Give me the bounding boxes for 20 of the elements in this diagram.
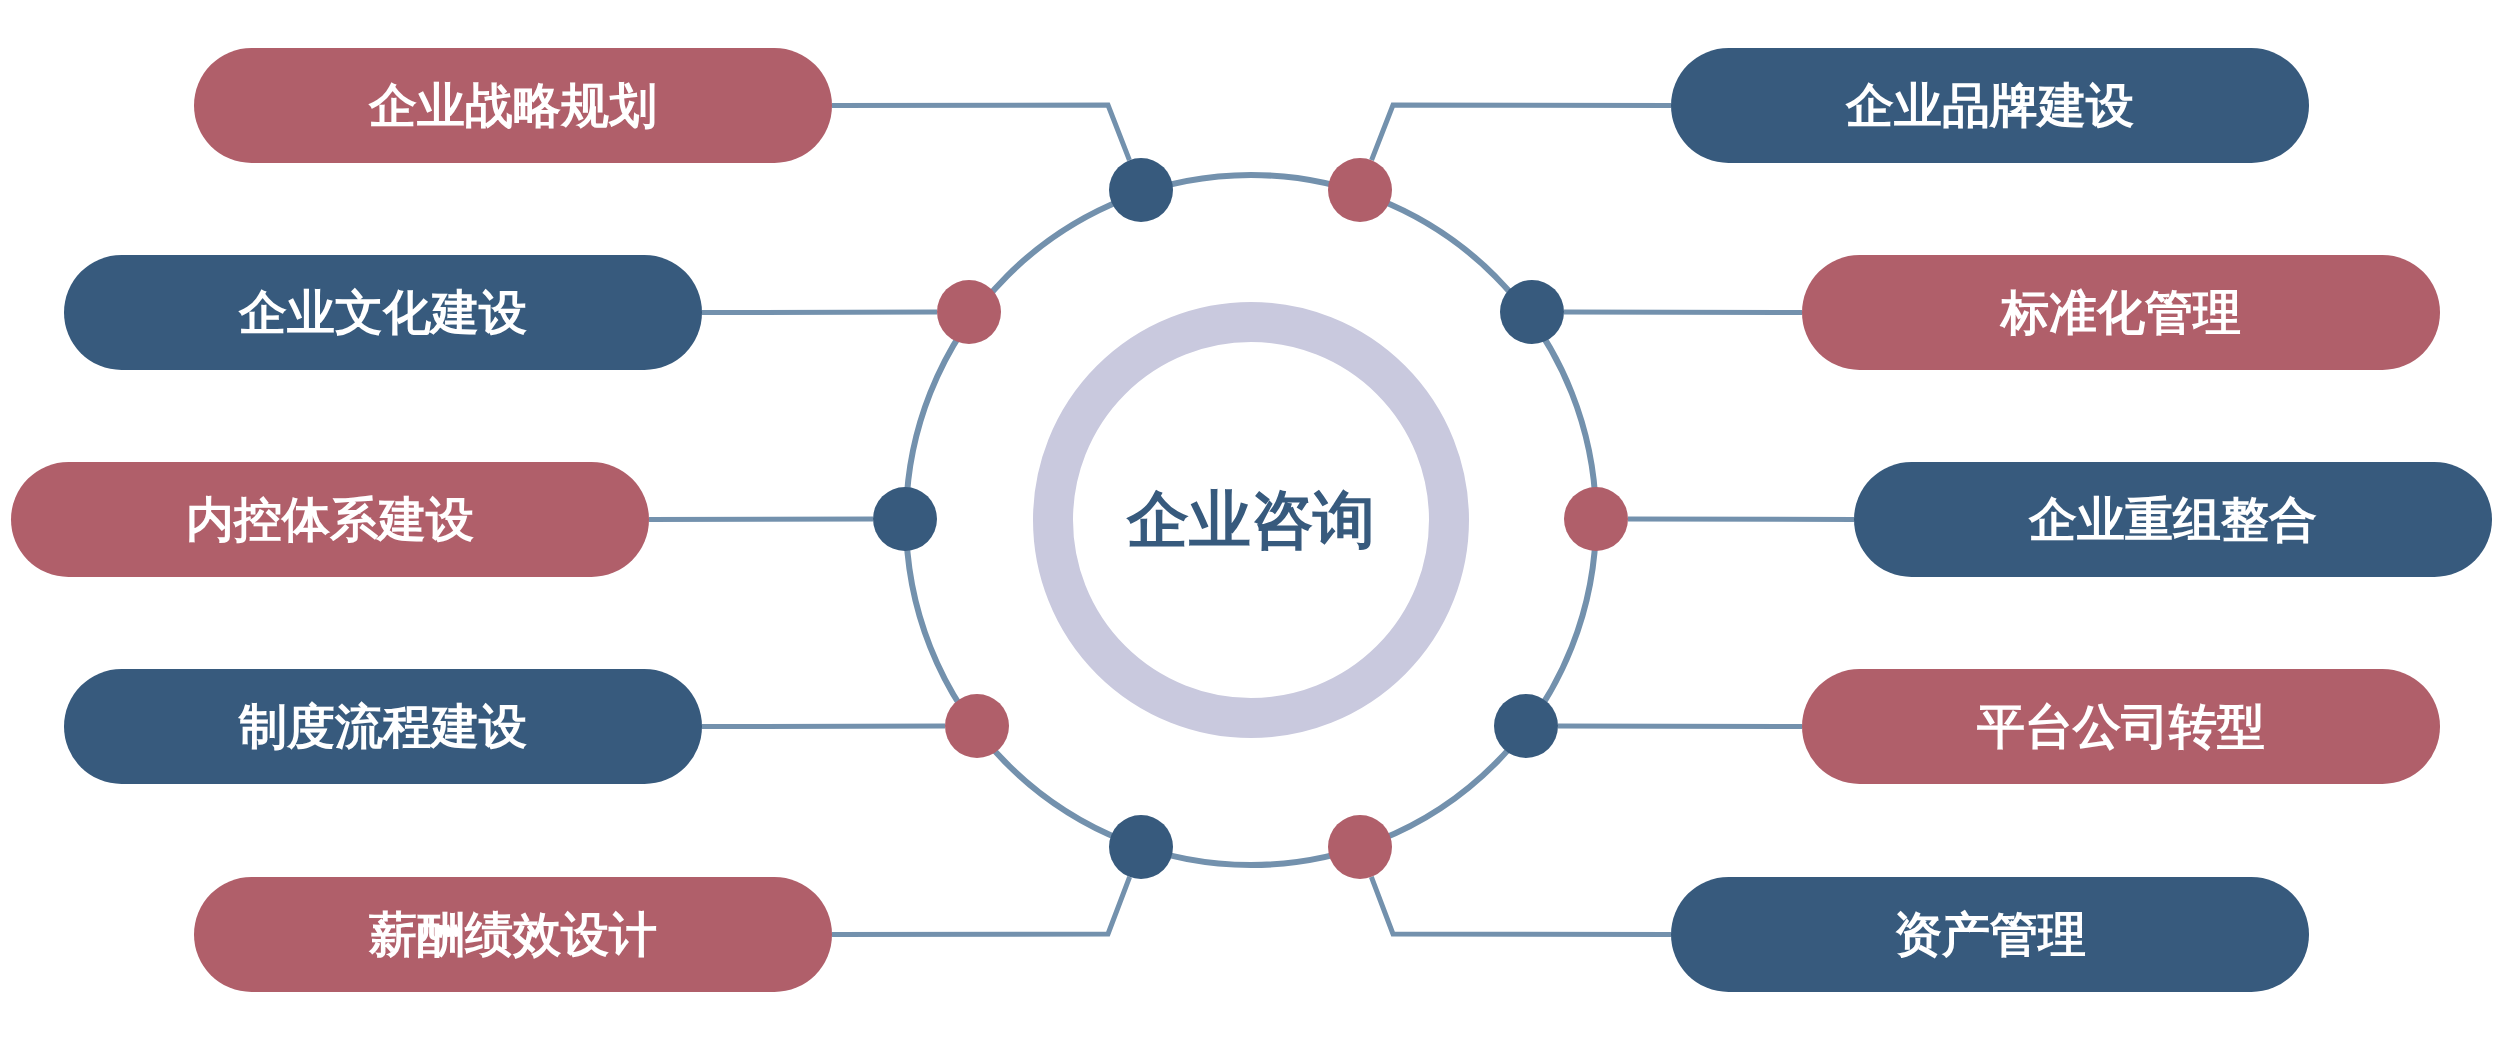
topic-label: 资产管理 <box>1894 906 2086 963</box>
topic-label: 企业文化建设 <box>239 284 527 341</box>
topic-label: 企业品牌建设 <box>1846 77 2134 134</box>
topic-label: 企业战略规划 <box>369 77 657 134</box>
connector-line <box>702 723 945 729</box>
topic-label: 标准化管理 <box>2001 284 2241 341</box>
connector-line <box>702 309 937 315</box>
connector-line <box>649 516 873 522</box>
topic-label: 内控体系建设 <box>186 491 474 548</box>
connector-line <box>1558 723 1802 729</box>
topic-label: 薪酬绩效设计 <box>369 906 657 963</box>
connector-line <box>1564 309 1802 315</box>
connector-line <box>1628 516 1854 522</box>
topic-label: 企业重组整合 <box>2029 491 2317 548</box>
center-title: 企业咨询 <box>1127 484 1375 556</box>
connector-line <box>832 876 1132 937</box>
topic-label: 平台公司转型 <box>1977 698 2265 755</box>
topic-label: 制度流程建设 <box>239 698 527 755</box>
connector-line <box>1369 102 1671 162</box>
connector-line <box>832 102 1132 162</box>
